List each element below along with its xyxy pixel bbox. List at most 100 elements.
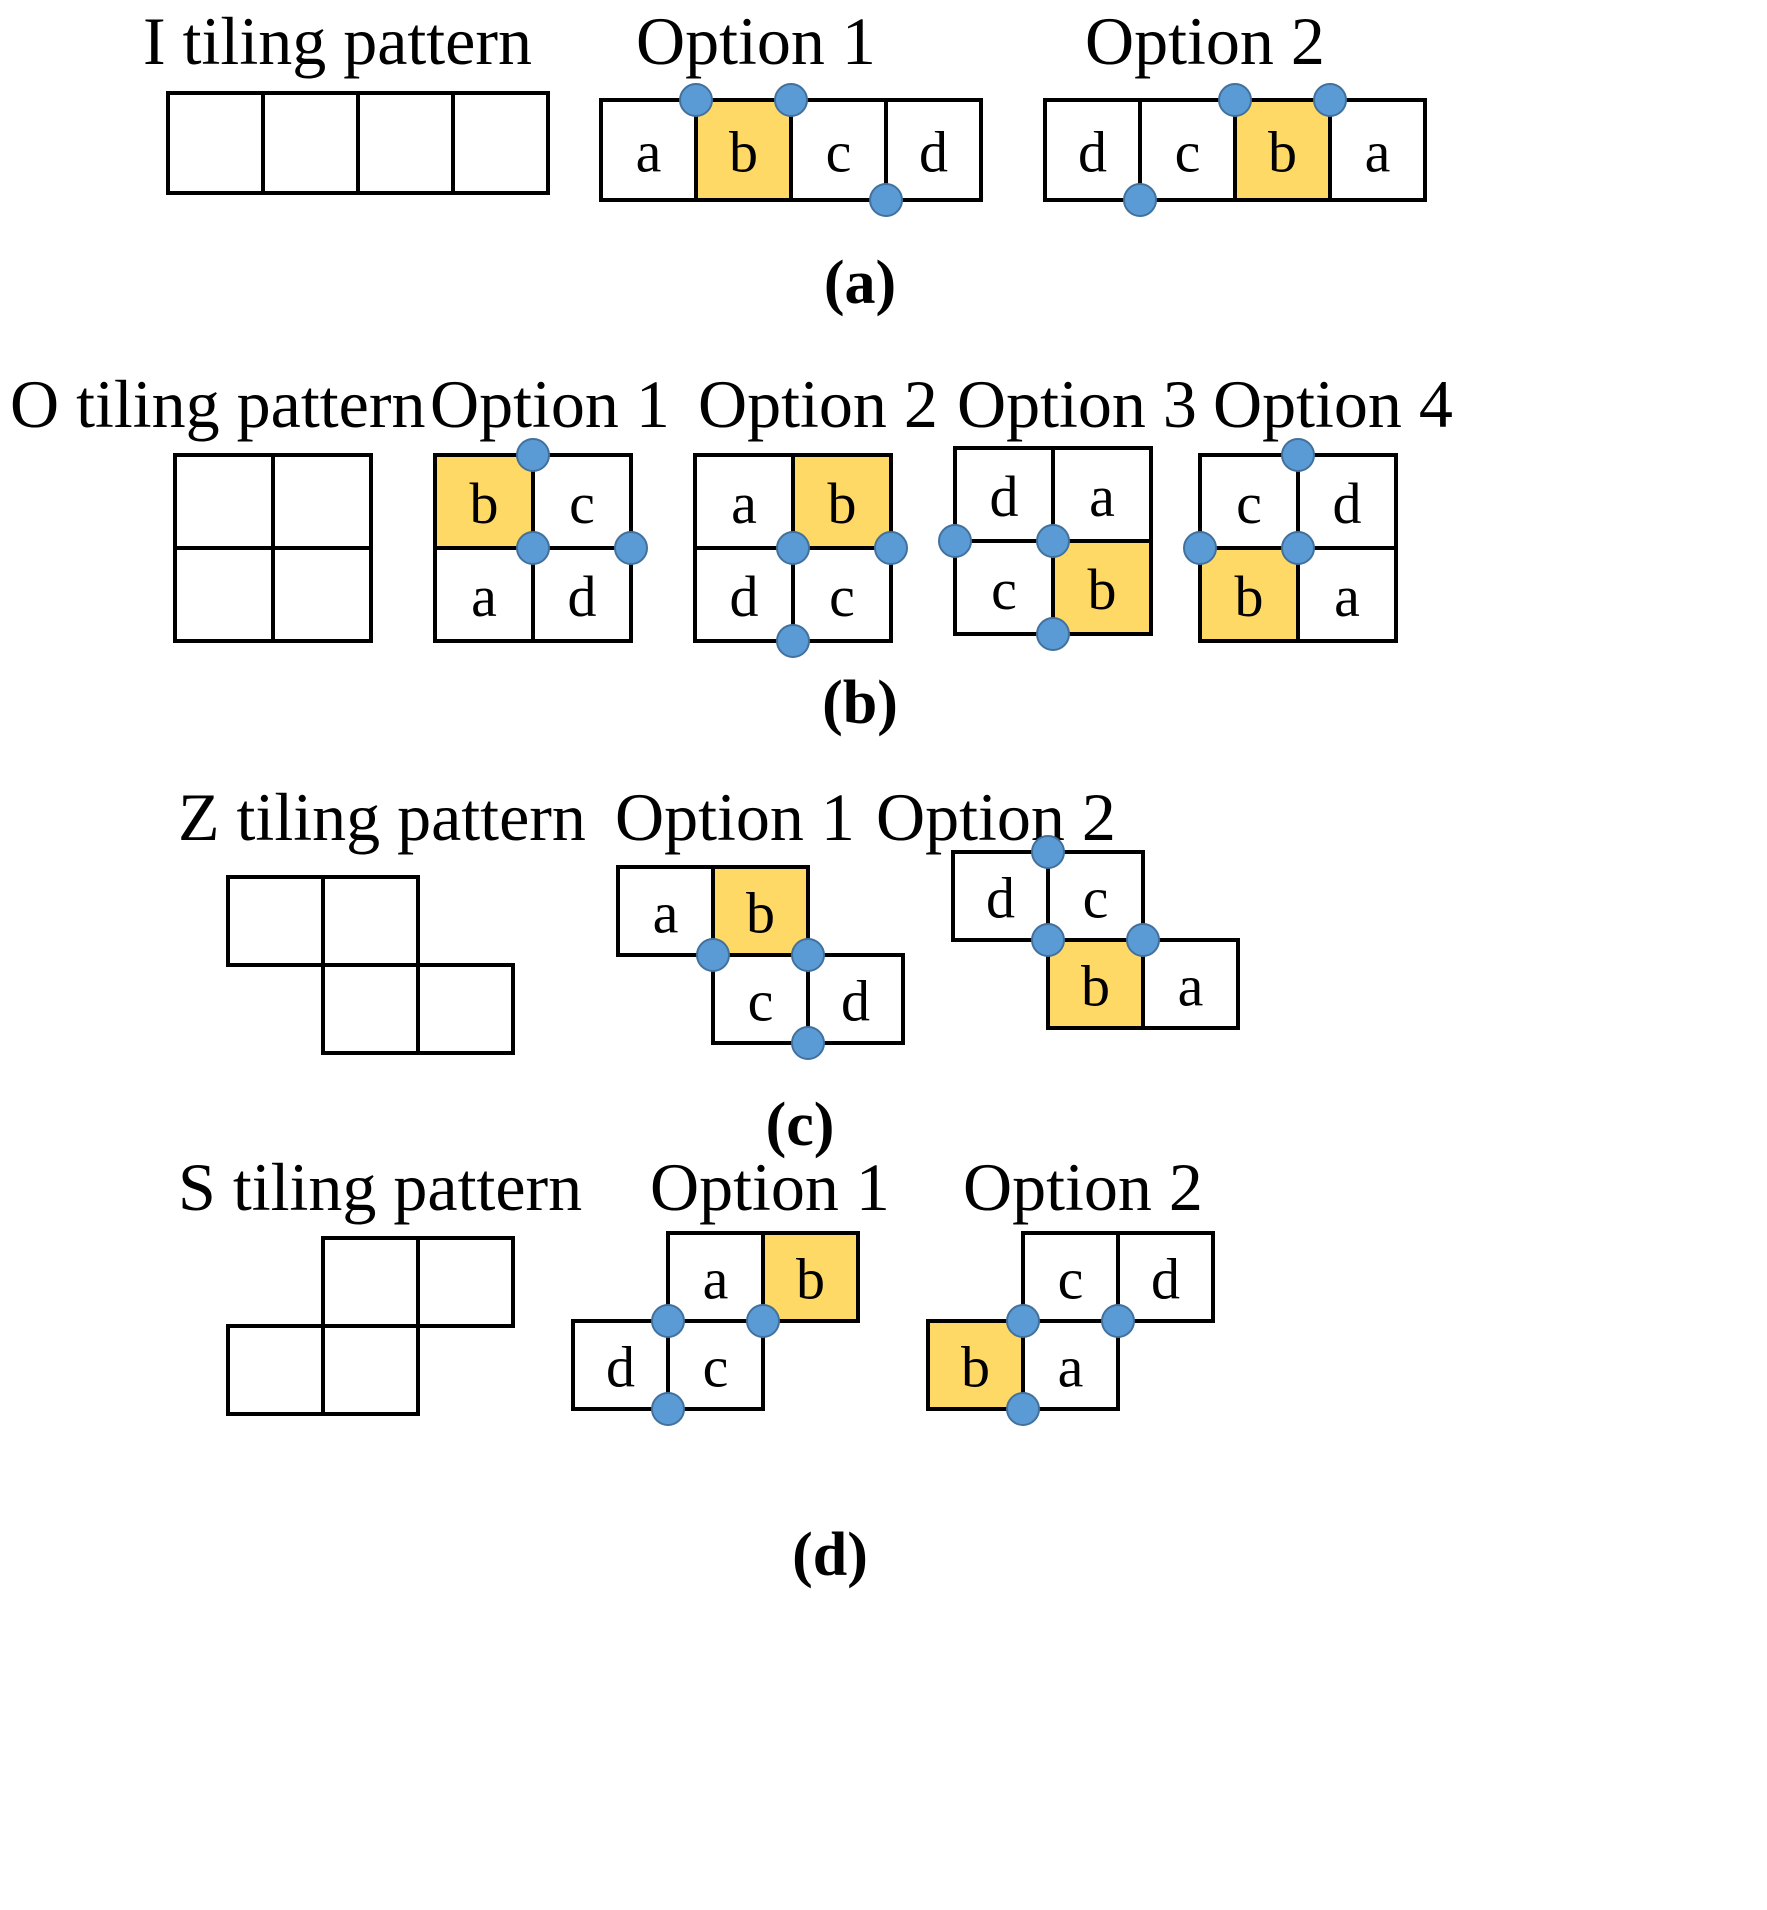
connection-dot-icon bbox=[776, 624, 810, 658]
tile-cell[interactable] bbox=[271, 546, 373, 643]
tile-cell[interactable] bbox=[531, 546, 633, 643]
tile-cell[interactable] bbox=[1051, 446, 1153, 543]
tile-cell[interactable] bbox=[1296, 546, 1398, 643]
tile-cell-label: b bbox=[1088, 557, 1117, 622]
tile-cell[interactable] bbox=[806, 953, 905, 1045]
tile-cell[interactable] bbox=[1198, 453, 1300, 550]
tile-cell-label: d bbox=[1333, 471, 1362, 536]
tile-cell[interactable] bbox=[531, 453, 633, 550]
connection-dot-icon bbox=[1313, 83, 1347, 117]
tile-cell[interactable] bbox=[1141, 938, 1240, 1030]
tile-cell[interactable] bbox=[321, 1236, 420, 1328]
tile-cell[interactable] bbox=[951, 850, 1050, 942]
connection-dot-icon bbox=[651, 1304, 685, 1338]
tile-cell[interactable] bbox=[791, 453, 893, 550]
column-title: O tiling pattern bbox=[10, 366, 426, 442]
tile-cell[interactable] bbox=[261, 91, 360, 195]
tile-cell[interactable] bbox=[1328, 98, 1427, 202]
tile-cell[interactable] bbox=[433, 546, 535, 643]
tile-cell[interactable] bbox=[926, 1319, 1025, 1411]
tile-cell-label: d bbox=[986, 866, 1015, 931]
tile-cell[interactable] bbox=[416, 963, 515, 1055]
tile-cell[interactable] bbox=[693, 546, 795, 643]
tile-cell-label: c bbox=[569, 471, 595, 536]
tile-cell[interactable] bbox=[666, 1319, 765, 1411]
tile-cell-label: c bbox=[1083, 866, 1109, 931]
tile-cell[interactable] bbox=[1046, 850, 1145, 942]
column-title: Option 1 bbox=[430, 366, 670, 442]
tile-cell[interactable] bbox=[1296, 453, 1398, 550]
tile-cell-label: b bbox=[1268, 120, 1297, 185]
tile-cell-label: c bbox=[1058, 1247, 1084, 1312]
connection-dot-icon bbox=[516, 531, 550, 565]
tile-cell[interactable] bbox=[1198, 546, 1300, 643]
tile-cell[interactable] bbox=[789, 98, 888, 202]
tile-cell[interactable] bbox=[1043, 98, 1142, 202]
tile-cell[interactable] bbox=[953, 446, 1055, 543]
tile-cell-label: a bbox=[636, 120, 662, 185]
tile-cell[interactable] bbox=[321, 1324, 420, 1416]
tile-cell[interactable] bbox=[1021, 1231, 1120, 1323]
tile-cell[interactable] bbox=[451, 91, 550, 195]
tile-cell[interactable] bbox=[616, 865, 715, 957]
tile-cell[interactable] bbox=[166, 91, 265, 195]
column-title: S tiling pattern bbox=[178, 1149, 583, 1225]
s-tiling-pattern bbox=[226, 1236, 515, 1416]
tile-cell[interactable] bbox=[1051, 539, 1153, 636]
column-title: Option 2 bbox=[963, 1149, 1203, 1225]
tile-cell[interactable] bbox=[953, 539, 1055, 636]
tile-cell[interactable] bbox=[321, 875, 420, 967]
column-title: Option 1 bbox=[650, 1149, 890, 1225]
tile-cell[interactable] bbox=[1046, 938, 1145, 1030]
tile-cell-label: a bbox=[731, 471, 757, 536]
column-title: Option 4 bbox=[1213, 366, 1453, 442]
tile-cell[interactable] bbox=[226, 875, 325, 967]
tile-cell[interactable] bbox=[356, 91, 455, 195]
tile-cell[interactable] bbox=[693, 453, 795, 550]
i-tiling-pattern bbox=[166, 91, 550, 195]
tile-cell[interactable] bbox=[571, 1319, 670, 1411]
tile-cell-label: c bbox=[991, 557, 1017, 622]
tile-cell[interactable] bbox=[666, 1231, 765, 1323]
connection-dot-icon bbox=[791, 938, 825, 972]
connection-dot-icon bbox=[1036, 524, 1070, 558]
column-title: Z tiling pattern bbox=[178, 779, 586, 855]
connection-dot-icon bbox=[874, 531, 908, 565]
tile-cell[interactable] bbox=[1021, 1319, 1120, 1411]
tile-cell[interactable] bbox=[433, 453, 535, 550]
tile-cell[interactable] bbox=[321, 963, 420, 1055]
connection-dot-icon bbox=[1006, 1392, 1040, 1426]
column-title: I tiling pattern bbox=[143, 3, 533, 79]
tile-cell-label: d bbox=[730, 564, 759, 629]
tile-cell[interactable] bbox=[884, 98, 983, 202]
tile-cell-label: a bbox=[1334, 564, 1360, 629]
panel-caption-d: (d) bbox=[792, 1521, 868, 1589]
tile-cell[interactable] bbox=[173, 453, 275, 550]
connection-dot-icon bbox=[869, 183, 903, 217]
tile-cell[interactable] bbox=[599, 98, 698, 202]
tile-cell[interactable] bbox=[791, 546, 893, 643]
connection-dot-icon bbox=[1006, 1304, 1040, 1338]
tile-cell[interactable] bbox=[694, 98, 793, 202]
tile-cell[interactable] bbox=[711, 865, 810, 957]
panel-caption-b: (b) bbox=[822, 669, 898, 737]
tile-cell[interactable] bbox=[271, 453, 373, 550]
tile-cell[interactable] bbox=[761, 1231, 860, 1323]
tile-cell[interactable] bbox=[1116, 1231, 1215, 1323]
tile-cell[interactable] bbox=[1233, 98, 1332, 202]
tile-cell[interactable] bbox=[1138, 98, 1237, 202]
tile-cell-label: c bbox=[1175, 120, 1201, 185]
tile-cell-label: a bbox=[1089, 464, 1115, 529]
tile-cell[interactable] bbox=[711, 953, 810, 1045]
tile-cell[interactable] bbox=[173, 546, 275, 643]
tile-cell[interactable] bbox=[416, 1236, 515, 1328]
connection-dot-icon bbox=[696, 938, 730, 972]
tile-cell[interactable] bbox=[226, 1324, 325, 1416]
